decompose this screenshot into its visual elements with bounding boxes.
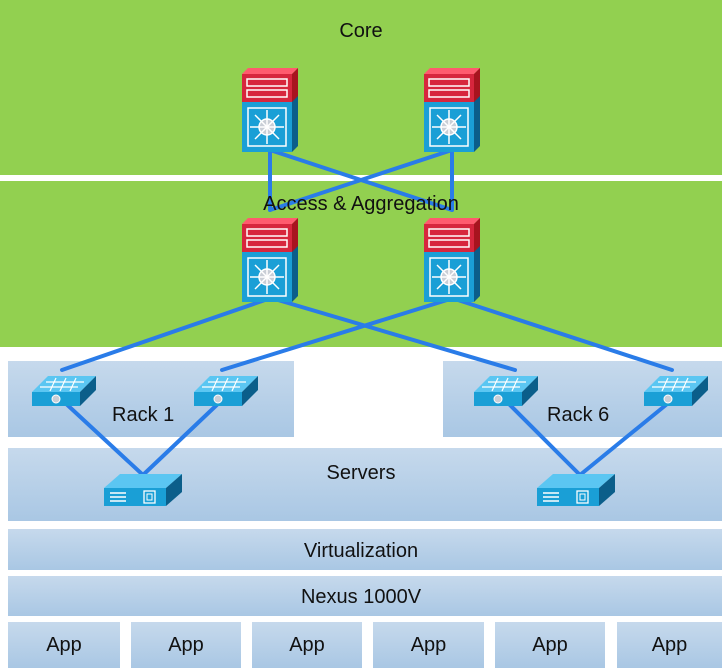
virtualization-label: Virtualization	[303, 540, 419, 562]
link-core-agg	[268, 148, 454, 212]
core-layer	[0, 0, 722, 175]
server-icon	[537, 474, 615, 506]
rack-6-label: Rack 6	[547, 404, 610, 426]
top-of-rack-switch-icon	[474, 376, 538, 406]
app-box: App	[617, 622, 722, 668]
aggregation-switch-icon	[242, 218, 298, 302]
app-label: App	[168, 633, 204, 656]
link-agg-tor	[220, 298, 449, 372]
app-box: App	[495, 622, 605, 668]
app-box: App	[8, 622, 120, 668]
app-box: App	[373, 622, 484, 668]
core-switch-icon	[242, 68, 298, 152]
app-label: App	[532, 633, 568, 656]
link-agg-tor	[276, 298, 517, 372]
top-of-rack-switch-icon	[194, 376, 258, 406]
access-aggregation-label: Access & Aggregation	[263, 193, 459, 215]
top-of-rack-switch-icon	[644, 376, 708, 406]
virtualization-layer	[8, 529, 722, 570]
app-label: App	[410, 633, 447, 656]
app-box: App	[131, 622, 241, 668]
aggregation-switch-icon	[424, 218, 480, 302]
app-box: App	[252, 622, 362, 668]
app-label: App	[651, 633, 688, 656]
access-aggregation-layer	[0, 181, 722, 347]
link-tor-server	[503, 398, 582, 477]
server-icon	[104, 474, 182, 506]
rack-1-label: Rack 1	[112, 404, 175, 426]
app-label: App	[289, 633, 325, 656]
link-agg-tor	[60, 298, 267, 372]
link-agg-tor	[456, 298, 674, 372]
link-tor-server	[60, 398, 145, 477]
core-label: Core	[339, 20, 383, 42]
app-label: App	[46, 633, 82, 656]
core-switch-icon	[424, 68, 480, 152]
top-of-rack-switch-icon	[32, 376, 96, 406]
link-tor-server	[141, 398, 224, 477]
nexus-layer	[8, 576, 722, 616]
servers-label: Servers	[326, 462, 396, 484]
link-tor-server	[578, 398, 674, 477]
nexus-label: Nexus 1000V	[300, 586, 422, 608]
